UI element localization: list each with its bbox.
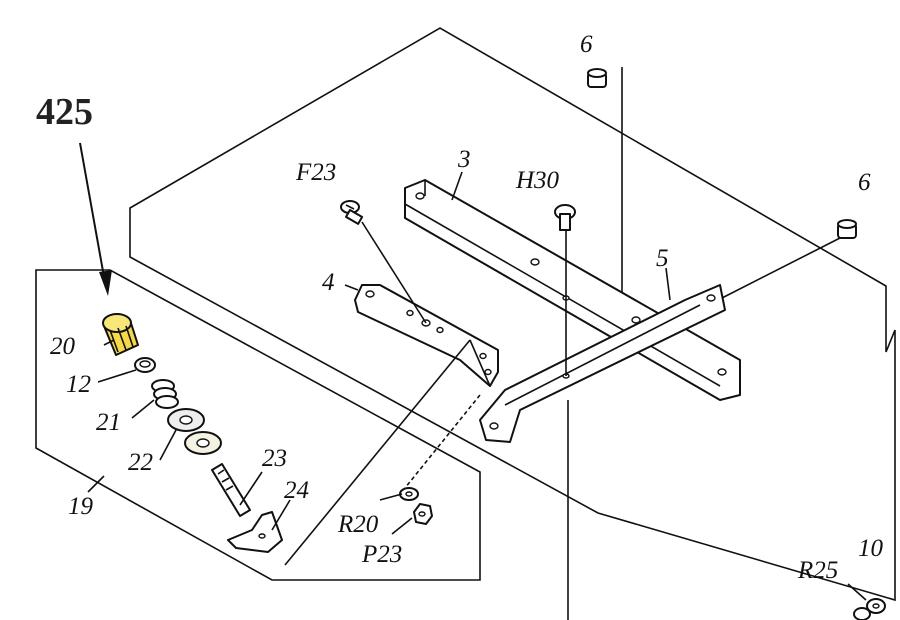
part-6-nut-top — [587, 68, 607, 88]
part-23-bolt — [211, 463, 251, 517]
label-4: 4 — [322, 269, 335, 296]
base-plate-outline — [129, 27, 896, 602]
callout-425: 425 — [36, 91, 93, 133]
label-24: 24 — [284, 477, 309, 504]
label-20: 20 — [50, 333, 76, 360]
label-12: 12 — [66, 371, 91, 398]
part-21-spring — [151, 379, 179, 409]
label-21: 21 — [96, 409, 121, 436]
part-6-nut-right — [721, 219, 857, 299]
dashed-leader — [404, 394, 481, 489]
label-r20: R20 — [337, 511, 379, 538]
part-f23-screw — [340, 200, 427, 324]
part-r20-washer — [399, 487, 419, 501]
part-5-crossbar — [479, 284, 726, 443]
label-f23: F23 — [295, 159, 336, 186]
label-6-top: 6 — [580, 31, 593, 58]
label-23: 23 — [262, 445, 287, 472]
label-h30: H30 — [515, 167, 560, 194]
part-p23-nut — [413, 503, 433, 525]
label-p23: P23 — [361, 541, 402, 568]
subassembly-box-outline — [35, 269, 481, 581]
label-10: 10 — [858, 535, 884, 562]
part-r25-washer — [853, 598, 886, 620]
part-h30-bolt — [554, 204, 576, 376]
part-4-plate — [354, 284, 499, 387]
leader-line — [284, 339, 471, 566]
label-19: 19 — [68, 493, 94, 520]
label-leaders — [87, 171, 867, 601]
label-22: 22 — [128, 449, 153, 476]
part-12-nut — [134, 357, 156, 373]
label-5: 5 — [656, 245, 669, 272]
part-24-clip — [227, 511, 283, 553]
part-20-cap-highlighted — [102, 313, 139, 356]
part-22-washers — [167, 408, 222, 455]
label-6-right: 6 — [858, 169, 871, 196]
callout-arrow — [79, 142, 112, 296]
part-3-bracket — [404, 179, 741, 401]
label-r25: R25 — [797, 557, 838, 584]
label-3: 3 — [457, 146, 471, 173]
